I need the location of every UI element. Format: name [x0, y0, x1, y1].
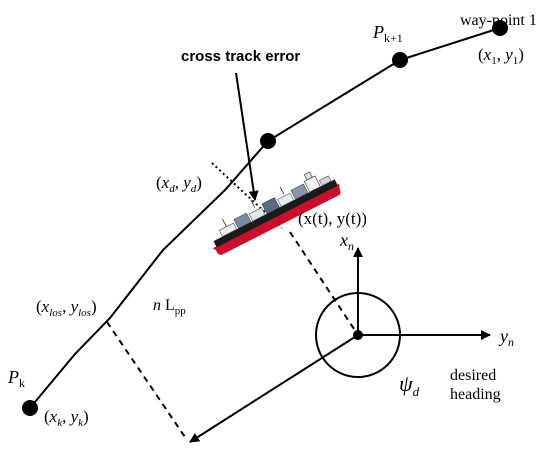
pk-label: Pk [7, 367, 25, 390]
cross-track-dotted-line [211, 162, 283, 229]
waypoint-1-label: way-point 1 [460, 12, 537, 29]
waypoint-dot-icon [22, 400, 38, 416]
lookahead-distance-label: n Lpp [153, 297, 186, 317]
pk1-label: Pk+1 [372, 22, 403, 45]
los-point-label: (xlos, ylos) [36, 297, 97, 319]
psi-d-label: ψd [399, 371, 420, 399]
waypoint-dot-icon [392, 52, 408, 68]
los-dashed-line [106, 321, 188, 441]
cross-track-error-label: cross track error [181, 48, 300, 65]
waypoint-1-coordinate: (x1, y1) [478, 45, 524, 67]
xn-axis-label: xn [339, 230, 354, 253]
xk-yk-label: (xk, yk) [44, 407, 89, 429]
container-ship-icon [212, 171, 341, 255]
yn-axis-label: yn [498, 326, 514, 349]
path-polyline [29, 27, 501, 409]
waypoint-dot-icon [260, 133, 276, 149]
desired-heading-arrow [189, 334, 359, 443]
xd-yd-label: (xd, yd) [156, 173, 202, 195]
waypoint-dot-icon [492, 20, 508, 36]
ship-to-origin-dashed-line [289, 231, 359, 336]
heading-label: heading [450, 386, 501, 403]
cross-track-arrow [235, 72, 259, 201]
ship-position-label: (x(t), y(t)) [298, 209, 367, 228]
desired-label: desired [450, 367, 496, 384]
